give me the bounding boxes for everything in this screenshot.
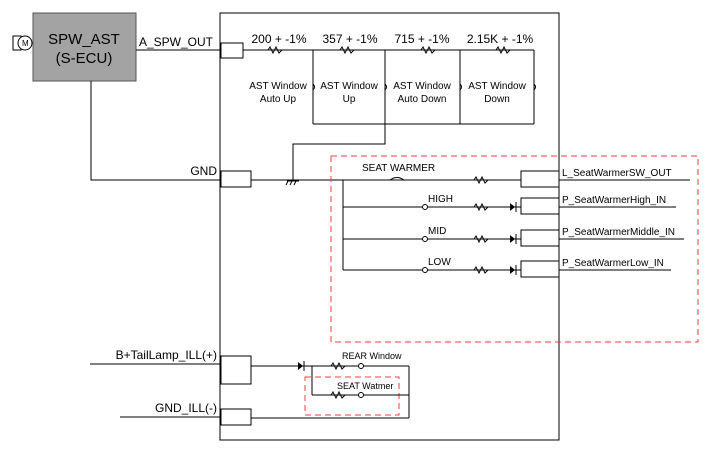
spw-out-pin xyxy=(220,42,244,59)
output-middle-label: P_SeatWarmerMiddle_IN xyxy=(562,227,675,238)
switch-up-l1: AST Window xyxy=(320,81,378,92)
motor-icon: M xyxy=(12,35,33,51)
ground-icon xyxy=(285,180,299,186)
level-mid-label: MID xyxy=(428,226,446,237)
output-high-label: P_SeatWarmerHigh_IN xyxy=(562,195,666,206)
level-high-label: HIGH xyxy=(428,194,453,205)
seat-warmer-switch xyxy=(389,177,405,181)
resistor-2-15k xyxy=(495,45,511,55)
switch-auto-down-l2: Auto Down xyxy=(398,94,447,105)
resistor-label-1: 200 + -1% xyxy=(251,32,306,46)
resistor-200 xyxy=(267,45,283,55)
switch-module-frame xyxy=(219,12,560,441)
resistor-357 xyxy=(339,45,355,55)
rear-window-label: REAR Window xyxy=(342,351,402,361)
ecu-subname: (S-ECU) xyxy=(56,50,113,67)
gnd-ill-pin xyxy=(220,408,252,426)
gnd-pin xyxy=(220,170,252,188)
svg-text:M: M xyxy=(22,39,29,48)
switch-down-l1: AST Window xyxy=(468,81,526,92)
pin-seat-warmer-high xyxy=(520,197,560,215)
level-low-label: LOW xyxy=(428,257,451,268)
seat-warmer-highlight xyxy=(330,155,699,343)
output-low-label: P_SeatWarmerLow_IN xyxy=(562,258,664,269)
resistor-label-2: 357 + -1% xyxy=(322,32,377,46)
switch-auto-up-l2: Auto Up xyxy=(260,94,297,105)
switch-auto-up-l1: AST Window xyxy=(249,81,307,92)
gnd-label: GND xyxy=(190,164,217,178)
resistor-715 xyxy=(420,45,436,55)
ecu-name: SPW_AST xyxy=(48,31,120,48)
seat-watmer-label: SEAT Watmer xyxy=(337,381,393,391)
seat-warmer-lamp-icon xyxy=(358,392,364,398)
pin-seat-warmer-low xyxy=(520,260,560,278)
gnd-ill-label: GND_ILL(-) xyxy=(155,401,217,415)
resistor-label-3: 715 + -1% xyxy=(394,32,449,46)
tail-lamp-label: B+TailLamp_ILL(+) xyxy=(116,348,217,362)
switch-auto-down-l1: AST Window xyxy=(393,81,451,92)
output-sw-out-label: L_SeatWarmerSW_OUT xyxy=(562,168,672,179)
rear-window-lamp-icon xyxy=(358,363,364,369)
pin-seat-warmer-sw-out xyxy=(520,170,560,188)
seat-warmer-switch-label: SEAT WARMER xyxy=(362,163,435,174)
resistor-label-4: 2.15K + -1% xyxy=(467,32,534,46)
spw-ast-ecu: M SPW_AST (S-ECU) xyxy=(12,12,137,82)
switch-down-l2: Down xyxy=(484,94,510,105)
spw-out-label: A_SPW_OUT xyxy=(139,35,214,49)
switch-up-l2: Up xyxy=(343,94,356,105)
seat-watmer-highlight xyxy=(304,376,400,416)
tail-lamp-pin xyxy=(220,355,252,385)
pin-seat-warmer-middle xyxy=(520,229,560,247)
